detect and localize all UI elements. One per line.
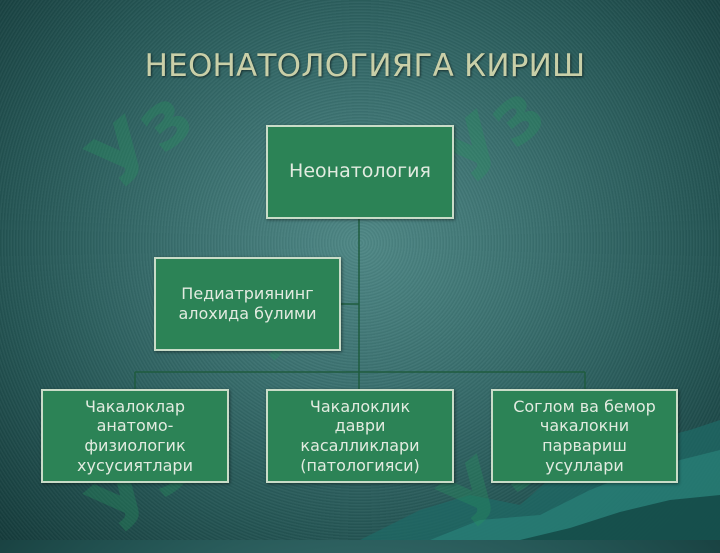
diagram-connectors: [134, 218, 586, 390]
root-node-label: Неонатология: [289, 160, 431, 183]
child-node-anatomy: Чакалоклар анатомо- физиологик хусусиятл…: [41, 389, 229, 483]
child-node-label: Чакалоклик даври касалликлари (патология…: [300, 396, 420, 475]
child-node-label: Соглом ва бемор чакалокни парвариш усулл…: [513, 396, 656, 475]
child-node-label: Чакалоклар анатомо- физиологик хусусиятл…: [77, 396, 193, 475]
assistant-node-label: Педиатриянинг алохида булими: [178, 284, 317, 323]
slide-title: НЕОНАТОЛОГИЯГА КИРИШ: [144, 48, 586, 84]
assistant-node: Педиатриянинг алохида булими: [154, 257, 341, 351]
child-node-care: Соглом ва бемор чакалокни парвариш усулл…: [491, 389, 678, 483]
root-node: Неонатология: [266, 125, 454, 219]
child-node-pathology: Чакалоклик даври касалликлари (патология…: [266, 389, 454, 483]
